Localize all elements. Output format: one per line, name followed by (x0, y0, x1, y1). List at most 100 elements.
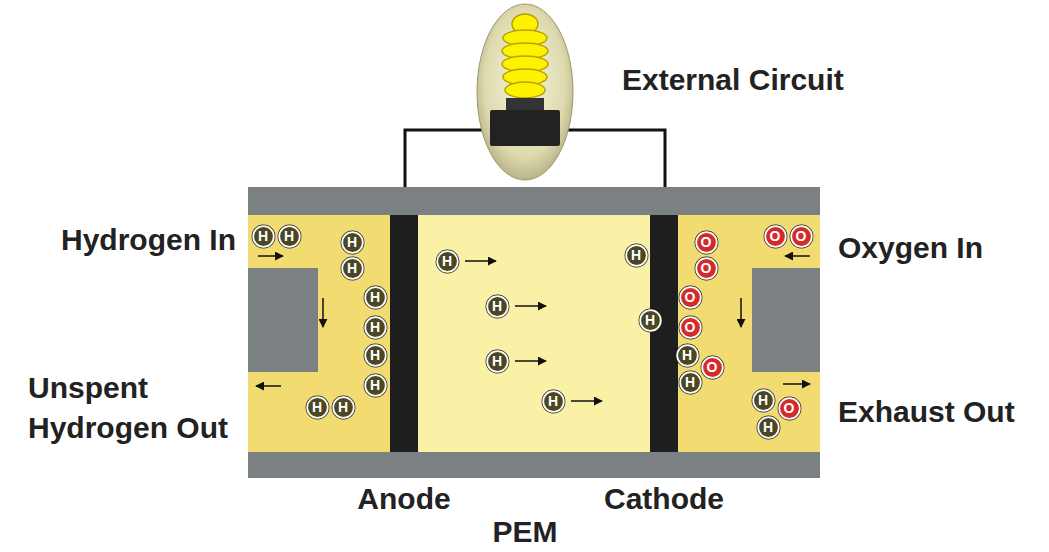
atom-outline (340, 256, 364, 280)
atom-outline (678, 285, 702, 309)
atom-symbol: H (758, 393, 768, 407)
atom-symbol: H (312, 400, 322, 414)
atom-outline (700, 355, 724, 379)
bottom-plate (248, 452, 820, 478)
part-label: Hydrogen In (61, 222, 236, 258)
atom-fill (702, 357, 723, 378)
flow-arrow (783, 383, 810, 385)
atom-symbol: H (442, 254, 452, 268)
atom-outline (435, 249, 459, 273)
atom-fill (680, 317, 701, 338)
part-label: Anode (357, 481, 450, 517)
hydrogen-atom: H (638, 308, 663, 333)
part-label: Exhaust Out (838, 394, 1015, 430)
hydrogen-atom: H (251, 224, 276, 249)
flow-divider (248, 268, 318, 372)
bulb-coil (505, 82, 545, 98)
atom-outline (675, 343, 699, 367)
flow-arrow (740, 298, 742, 327)
atom-outline (777, 396, 801, 420)
atom-fill (753, 390, 774, 411)
atom-outline (485, 349, 509, 373)
atom-outline (305, 395, 329, 419)
part-label: Cathode (604, 481, 724, 517)
hydrogen-atom: H (624, 243, 649, 268)
oxygen-atom: O (700, 355, 725, 380)
atom-fill (640, 310, 661, 331)
atom-outline (638, 308, 662, 332)
hydrogen-atom: H (305, 395, 330, 420)
atom-fill (437, 251, 458, 272)
atom-symbol: O (784, 401, 795, 415)
atom-outline (277, 224, 301, 248)
atom-symbol: H (370, 348, 380, 362)
hydrogen-atom: H (363, 373, 388, 398)
atom-outline (624, 243, 648, 267)
hydrogen-atom: H (435, 249, 460, 274)
atom-outline (363, 343, 387, 367)
atom-outline (694, 230, 718, 254)
atom-fill (487, 351, 508, 372)
oxygen-atom: O (694, 230, 719, 255)
atom-symbol: H (631, 248, 641, 262)
oxygen-atom: O (777, 396, 802, 421)
hydrogen-atom: H (485, 349, 510, 374)
proton-arrow (571, 400, 602, 402)
atom-outline (678, 315, 702, 339)
atom-symbol: H (645, 313, 655, 327)
cathode-chamber (678, 215, 820, 452)
atom-fill (677, 345, 698, 366)
cathode-electrode (650, 215, 678, 452)
atom-outline (363, 315, 387, 339)
atom-symbol: H (370, 378, 380, 392)
atom-symbol: H (258, 229, 268, 243)
atom-outline (251, 224, 275, 248)
hydrogen-atom: H (363, 285, 388, 310)
hydrogen-atom: H (363, 315, 388, 340)
hydrogen-atom: H (541, 389, 566, 414)
flow-arrow (258, 255, 283, 257)
atom-outline (678, 370, 702, 394)
atom-symbol: H (347, 261, 357, 275)
bulb-neck (506, 98, 544, 112)
part-label: Unspent Hydrogen Out (28, 368, 256, 448)
hydrogen-atom: H (340, 230, 365, 255)
atom-fill (765, 226, 786, 247)
atom-outline (340, 230, 364, 254)
flow-arrow (785, 255, 810, 257)
atom-outline (763, 224, 787, 248)
atom-fill (696, 258, 717, 279)
part-label: PEM (492, 514, 557, 550)
atom-outline (485, 294, 509, 318)
atom-outline (756, 415, 780, 439)
atom-symbol: O (707, 360, 718, 374)
atom-fill (680, 287, 701, 308)
atom-symbol: H (492, 299, 502, 313)
hydrogen-atom: H (675, 343, 700, 368)
flow-divider (752, 268, 820, 372)
part-label: Oxygen In (838, 230, 983, 266)
atom-fill (333, 397, 354, 418)
atom-symbol: H (347, 235, 357, 249)
atom-fill (680, 372, 701, 393)
proton-arrow (465, 260, 496, 262)
atom-fill (365, 317, 386, 338)
atom-symbol: O (770, 229, 781, 243)
atom-symbol: O (685, 290, 696, 304)
hydrogen-atom: H (340, 256, 365, 281)
atom-fill (342, 232, 363, 253)
atom-symbol: O (701, 261, 712, 275)
proton-arrow (515, 305, 546, 307)
atom-outline (694, 256, 718, 280)
atom-symbol: H (685, 375, 695, 389)
atom-symbol: O (796, 229, 807, 243)
atom-fill (365, 345, 386, 366)
atom-outline (541, 389, 565, 413)
oxygen-atom: O (678, 315, 703, 340)
atom-symbol: O (685, 320, 696, 334)
atom-symbol: H (548, 394, 558, 408)
atom-symbol: H (370, 290, 380, 304)
atom-symbol: H (763, 420, 773, 434)
